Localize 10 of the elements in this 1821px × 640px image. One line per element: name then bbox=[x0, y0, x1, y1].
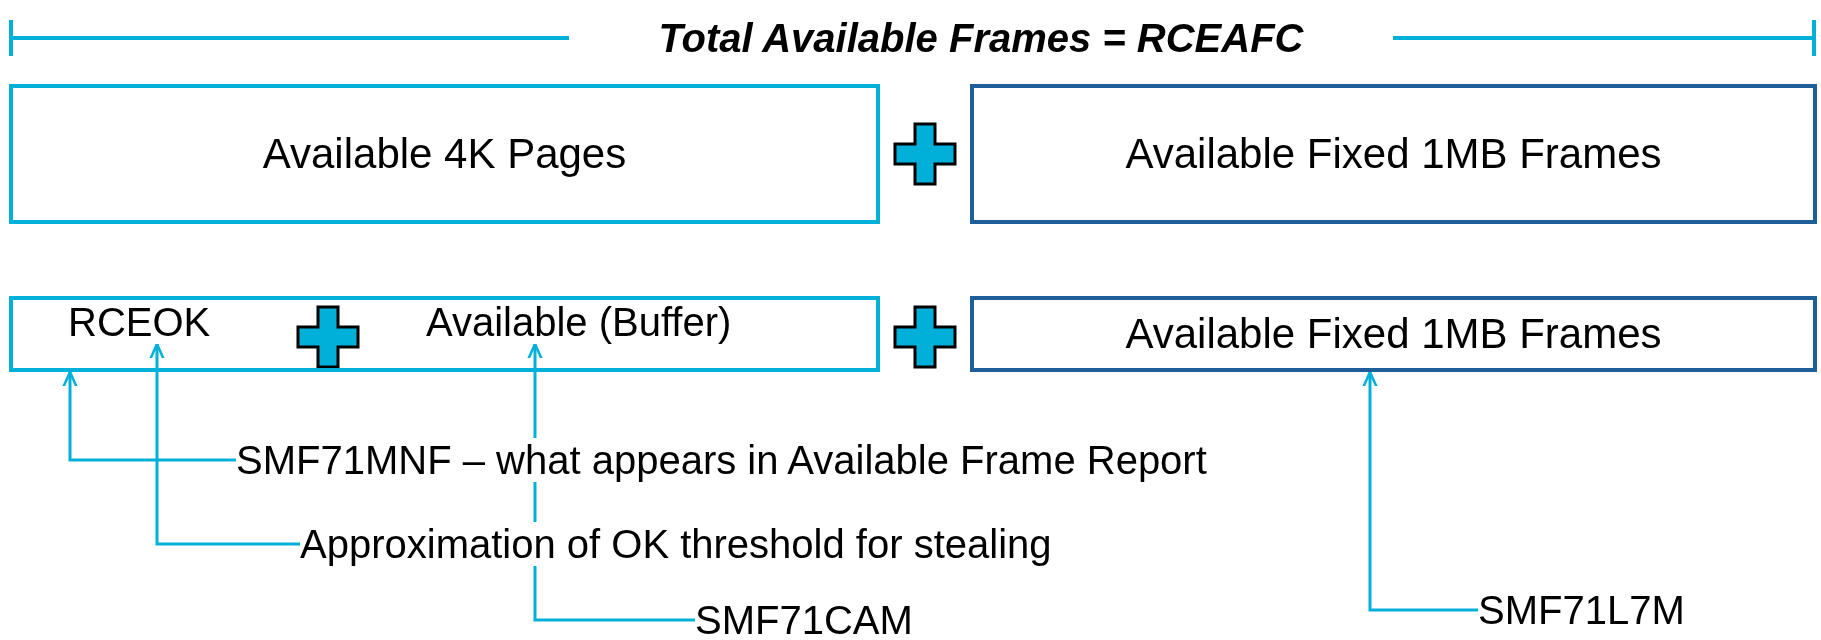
frame-box: Available Fixed 1MB Frames bbox=[970, 296, 1817, 372]
leader-line bbox=[1362, 370, 1478, 612]
frame-box bbox=[9, 296, 880, 372]
frame-box: Available Fixed 1MB Frames bbox=[970, 84, 1817, 224]
annotation-text: SMF71MNF – what appears in Available Frame Report bbox=[236, 438, 1207, 482]
title: Total Available Frames = RCEAFC bbox=[658, 15, 1304, 62]
frame-box: Available 4K Pages bbox=[9, 84, 880, 224]
leader-line bbox=[149, 342, 300, 546]
annotation-text: Approximation of OK threshold for stealing bbox=[300, 522, 1052, 566]
leader-line bbox=[62, 370, 236, 462]
